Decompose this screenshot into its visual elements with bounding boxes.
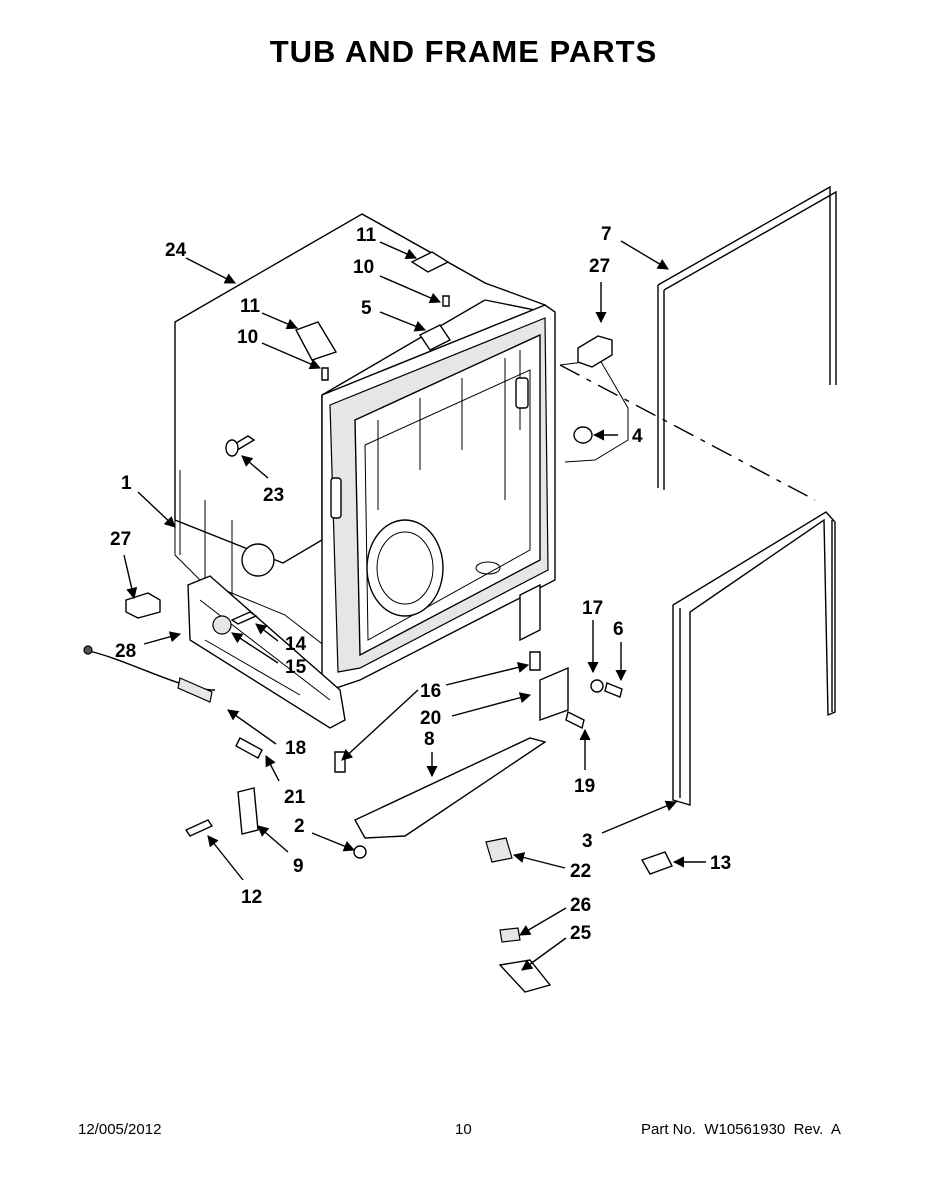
callout-27a: 27 — [589, 256, 610, 277]
small-parts — [83, 335, 673, 993]
door-gasket-upper — [657, 185, 837, 490]
callout-4: 4 — [632, 426, 643, 447]
tub-assembly — [174, 213, 556, 729]
callout-8: 8 — [424, 729, 435, 750]
callout-28: 28 — [115, 641, 136, 662]
callout-12: 12 — [241, 887, 262, 908]
footer-part-number: Part No. W10561930 Rev. A — [641, 1121, 841, 1138]
callout-24: 24 — [165, 240, 187, 261]
callout-1: 1 — [121, 473, 132, 494]
alignment-bracket — [559, 359, 629, 463]
tub-gasket-lower — [672, 511, 836, 806]
callout-9: 9 — [293, 856, 304, 877]
callout-6: 6 — [613, 619, 624, 640]
callout-labels: 1 2 3 4 5 6 7 8 9 10 10 11 11 12 13 14 1… — [110, 224, 731, 944]
callout-21: 21 — [284, 787, 306, 808]
callout-27b: 27 — [110, 529, 131, 550]
callout-23: 23 — [263, 485, 284, 506]
callout-10a: 10 — [353, 257, 374, 278]
callout-14: 14 — [285, 634, 307, 655]
page-title: TUB AND FRAME PARTS — [269, 34, 658, 69]
callout-11a: 11 — [356, 225, 377, 246]
callout-19: 19 — [574, 776, 595, 797]
callout-25: 25 — [570, 923, 592, 944]
callout-7: 7 — [601, 224, 612, 245]
callout-13: 13 — [710, 853, 731, 874]
leader-lines — [123, 240, 706, 971]
callout-18: 18 — [285, 738, 306, 759]
callout-5: 5 — [361, 298, 372, 319]
callout-2: 2 — [294, 816, 305, 837]
callout-26: 26 — [570, 895, 591, 916]
callout-20: 20 — [420, 708, 441, 729]
footer-date: 12/005/2012 — [78, 1121, 162, 1138]
footer-page-number: 10 — [455, 1121, 472, 1138]
callout-3: 3 — [582, 831, 593, 852]
callout-22: 22 — [570, 861, 591, 882]
callout-15: 15 — [285, 657, 307, 678]
callout-11b: 11 — [240, 296, 261, 317]
callout-17: 17 — [582, 598, 603, 619]
alignment-line-upper — [559, 364, 816, 501]
callout-16: 16 — [420, 681, 441, 702]
callout-10b: 10 — [237, 327, 258, 348]
